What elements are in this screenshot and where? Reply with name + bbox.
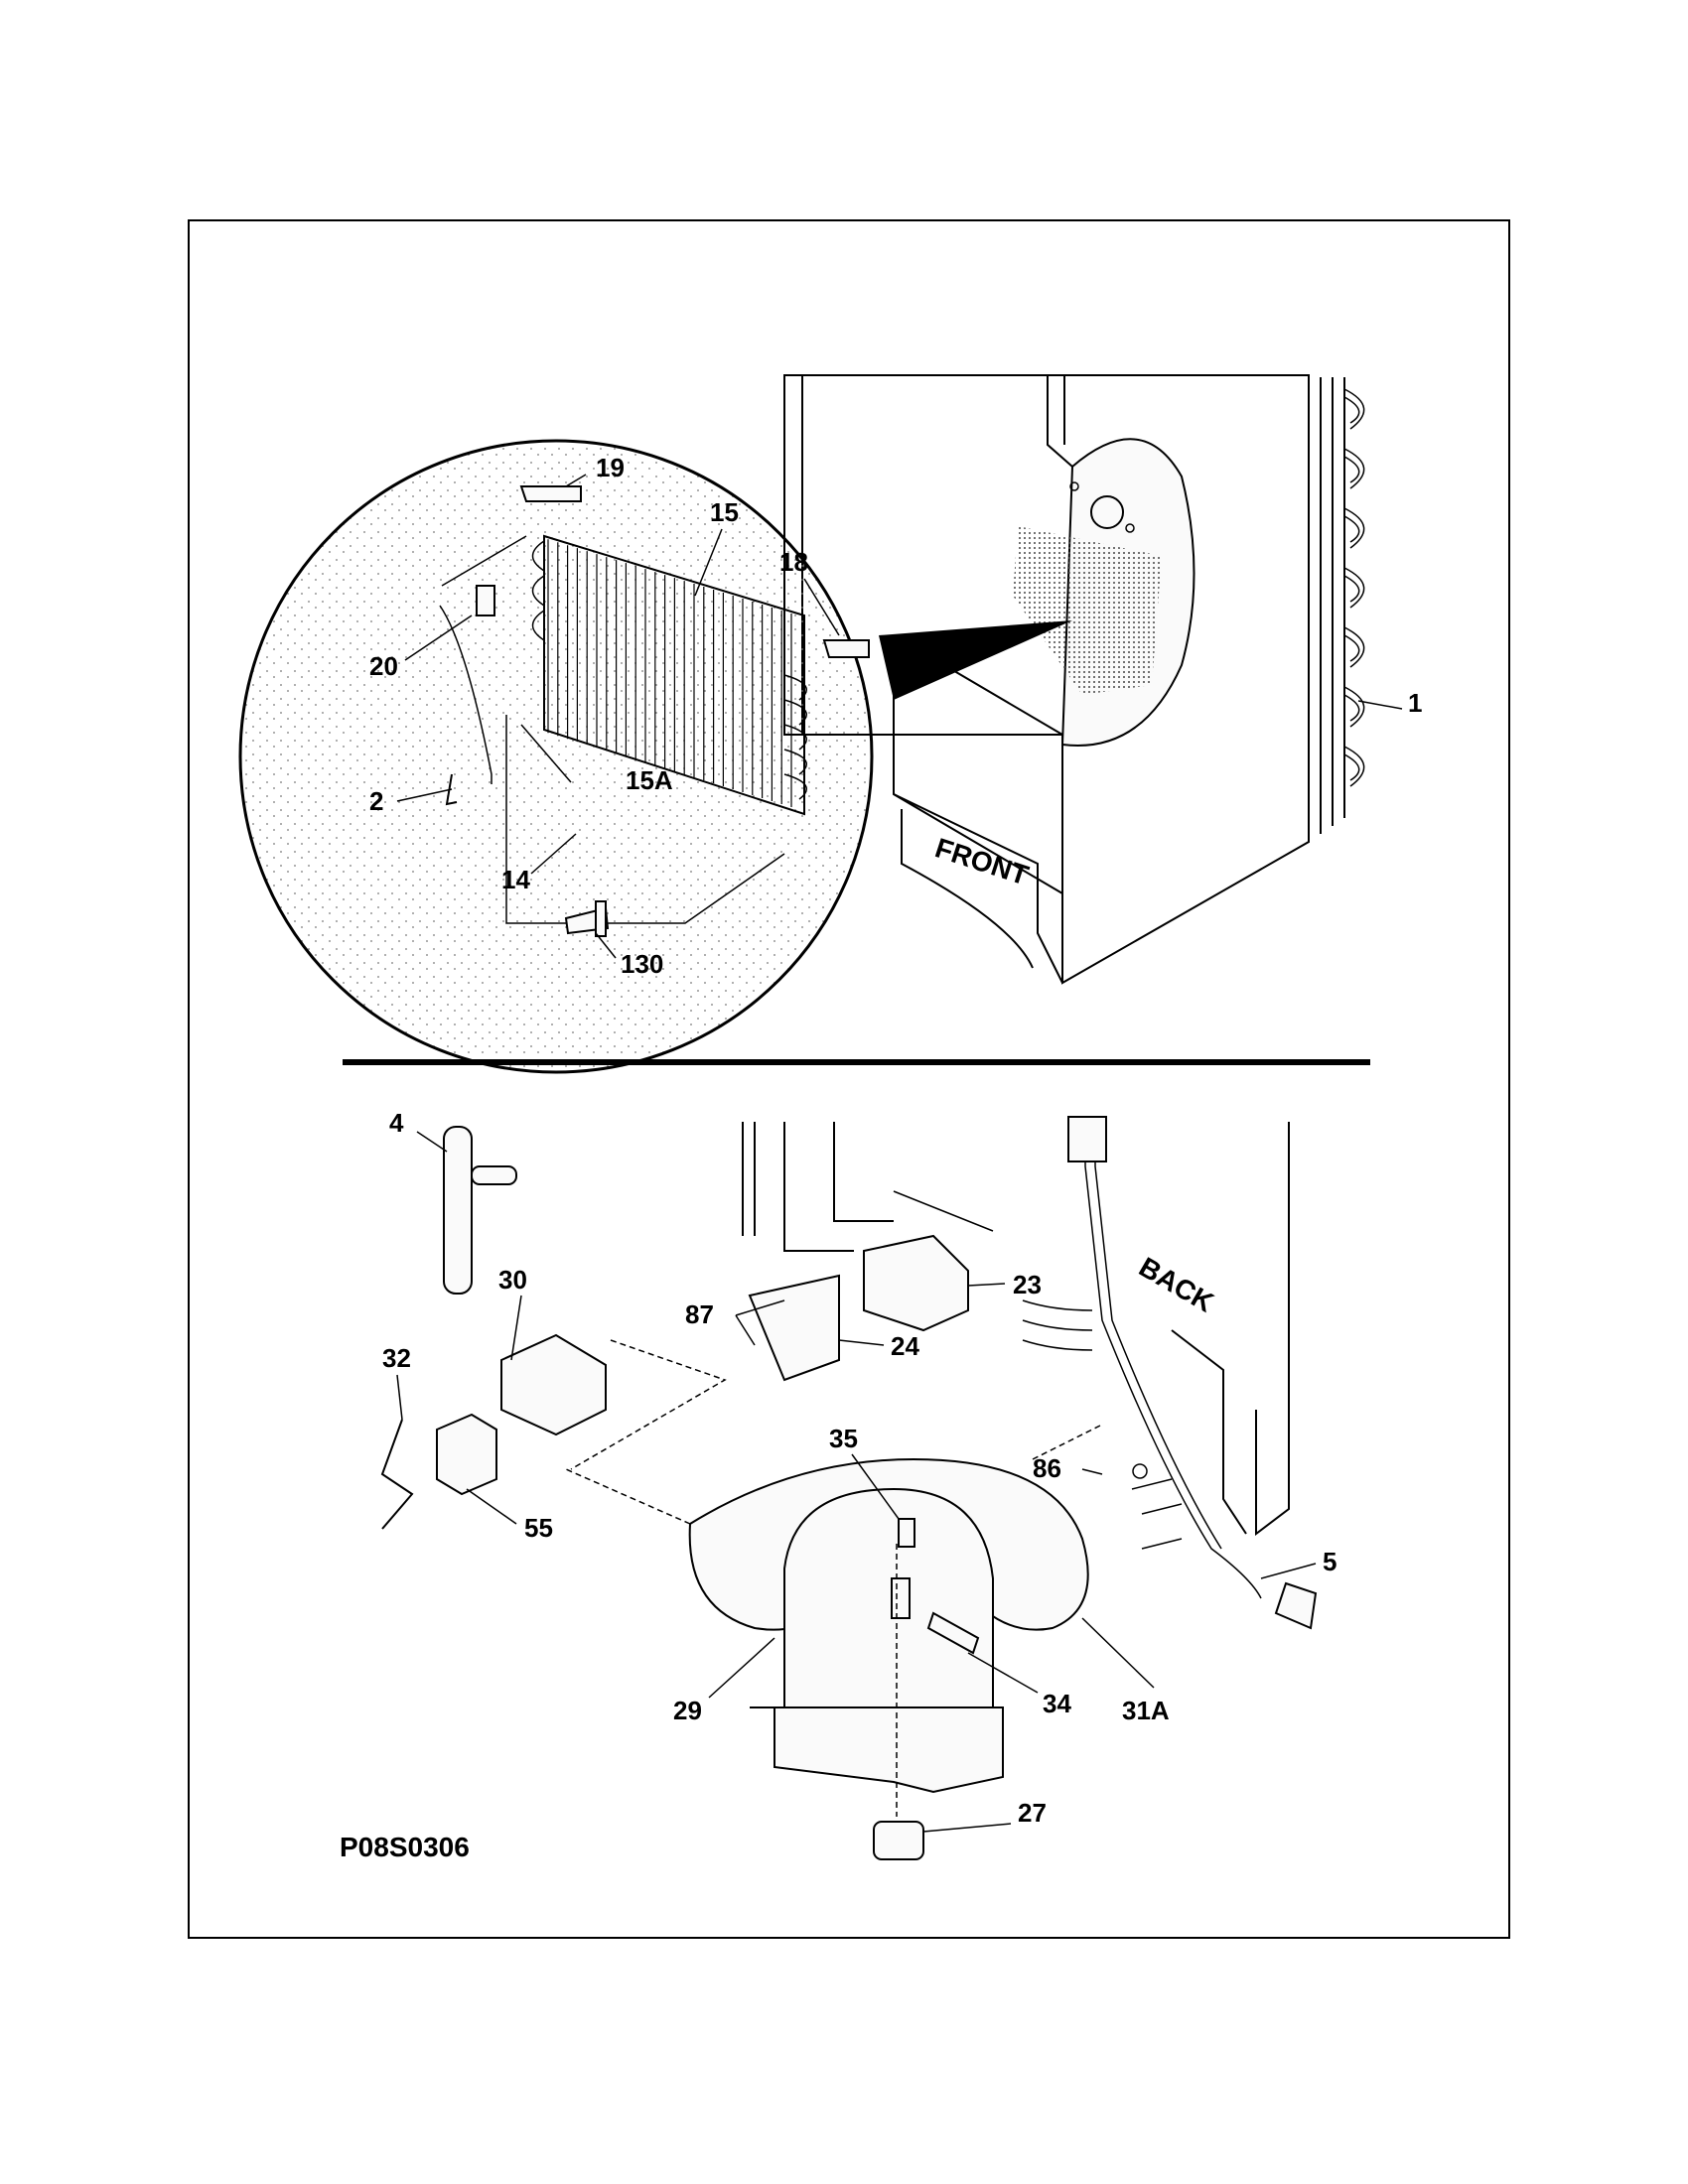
label-1: 1 (1408, 688, 1422, 718)
defrost-timer (748, 1234, 969, 1382)
drawing-code: P08S0306 (340, 1832, 470, 1862)
label-29: 29 (673, 1696, 702, 1725)
label-27: 27 (1018, 1798, 1047, 1828)
label-15a: 15A (626, 765, 673, 795)
label-35: 35 (829, 1424, 858, 1453)
label-19: 19 (596, 453, 625, 482)
label-86: 86 (1033, 1453, 1061, 1483)
condenser-coil (1308, 377, 1365, 842)
detail-pointer (879, 620, 1072, 700)
wire-32 (380, 1419, 414, 1530)
label-24: 24 (891, 1331, 919, 1361)
evaporator-fins (543, 534, 805, 816)
compressor-assembly (565, 1424, 1103, 1860)
label-2: 2 (369, 786, 383, 816)
label-18: 18 (779, 547, 808, 577)
label-32: 32 (382, 1343, 411, 1373)
power-cord (1022, 1116, 1318, 1630)
label-34: 34 (1043, 1689, 1071, 1718)
label-30: 30 (498, 1265, 527, 1295)
label-20: 20 (369, 651, 398, 681)
label-130: 130 (621, 949, 663, 979)
label-4: 4 (389, 1108, 404, 1138)
label-14: 14 (501, 865, 530, 894)
part-labels: 19 15 18 20 15A 2 14 130 1 4 30 32 55 87… (369, 453, 1422, 1828)
relay-assembly (436, 1333, 727, 1496)
detail-bubble (238, 439, 874, 1074)
label-55: 55 (524, 1513, 553, 1543)
label-5: 5 (1323, 1547, 1336, 1576)
drier (443, 1126, 517, 1295)
label-15: 15 (710, 497, 739, 527)
label-23: 23 (1013, 1270, 1042, 1299)
label-31a: 31A (1122, 1696, 1170, 1725)
label-87: 87 (685, 1299, 714, 1329)
leader-lines (396, 474, 1317, 1833)
